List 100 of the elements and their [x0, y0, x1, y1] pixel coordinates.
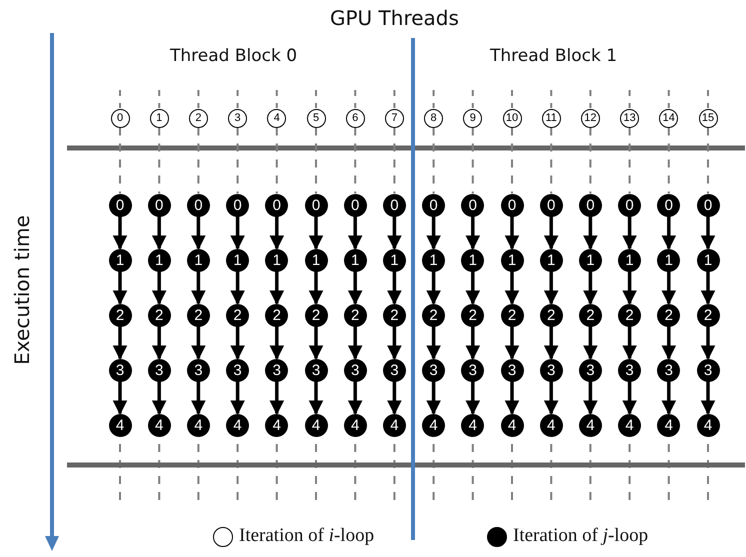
arrow — [112, 326, 128, 360]
thread-circle: 13 — [620, 108, 640, 128]
arrow — [426, 326, 441, 360]
thread-circle: 14 — [659, 108, 678, 128]
arrow — [544, 382, 559, 415]
group-heading: Thread Block 1 — [490, 46, 618, 66]
arrow — [583, 382, 598, 415]
arrow — [191, 216, 206, 250]
arrow — [387, 216, 402, 250]
dashed-line — [276, 128, 278, 194]
iteration-circle: 0 — [540, 194, 563, 216]
arrow — [622, 382, 637, 415]
iteration-circle: 1 — [108, 248, 132, 272]
iteration-circle: 2 — [344, 304, 367, 326]
arrow — [465, 272, 480, 305]
iteration-circle: 2 — [540, 304, 563, 326]
iteration-circle: 1 — [657, 248, 680, 272]
axis-label: Execution time — [10, 215, 34, 365]
arrow — [191, 382, 206, 415]
thread-circle: 11 — [542, 108, 561, 128]
iteration-circle: 0 — [500, 194, 524, 216]
arrow — [112, 382, 128, 415]
iteration-circle: 0 — [657, 194, 680, 216]
iteration-circle: 4 — [422, 414, 446, 436]
iteration-circle: 0 — [108, 194, 132, 216]
arrow — [191, 326, 206, 360]
iteration-circle: 2 — [108, 304, 132, 326]
arrow — [465, 326, 480, 360]
iteration-circle: 1 — [304, 248, 328, 272]
dashed-line — [628, 128, 631, 194]
arrow — [426, 272, 441, 305]
iteration-circle: 4 — [540, 414, 563, 436]
arrow — [544, 326, 559, 360]
iteration-circle: 3 — [148, 358, 171, 382]
iteration-circle: 4 — [304, 414, 328, 436]
arrow — [700, 272, 716, 305]
arrow — [152, 216, 167, 250]
arrow — [348, 382, 363, 415]
iteration-circle: 1 — [226, 248, 250, 272]
dashed-line — [668, 128, 670, 194]
dashed-line — [432, 128, 435, 194]
iteration-circle: 0 — [344, 194, 367, 216]
iteration-circle: 0 — [265, 194, 288, 216]
arrow — [504, 382, 520, 415]
dashed-line — [550, 128, 552, 194]
iteration-circle: 4 — [657, 414, 680, 436]
thread-circle: 6 — [346, 108, 365, 128]
iteration-circle: 1 — [382, 248, 406, 272]
dashed-line — [197, 128, 200, 194]
arrow — [700, 382, 716, 415]
thread-circle: 0 — [110, 108, 130, 128]
arrow — [308, 382, 324, 415]
dashed-line — [472, 128, 474, 194]
arrow — [269, 216, 284, 250]
legend-text: Iteration of i-loop — [239, 525, 374, 547]
arrow — [622, 326, 637, 360]
iteration-circle: 0 — [186, 194, 210, 216]
iteration-circle: 2 — [304, 304, 328, 326]
iteration-circle: 1 — [540, 248, 563, 272]
iteration-circle: 0 — [461, 194, 484, 216]
arrow — [348, 216, 363, 250]
iteration-circle: 2 — [578, 304, 602, 326]
arrow — [583, 326, 598, 360]
iteration-circle: 3 — [186, 358, 210, 382]
arrow — [426, 382, 441, 415]
iteration-circle: 4 — [344, 414, 367, 436]
thread-circle: 15 — [698, 108, 718, 128]
arrow — [583, 216, 598, 250]
iteration-circle: 2 — [696, 304, 720, 326]
iteration-circle: 0 — [618, 194, 642, 216]
iteration-circle: 1 — [696, 248, 720, 272]
arrow — [269, 382, 284, 415]
iteration-circle: 1 — [422, 248, 446, 272]
iteration-circle: 1 — [578, 248, 602, 272]
iteration-circle: 0 — [422, 194, 446, 216]
thread-circle: 10 — [502, 108, 522, 128]
arrow — [152, 272, 167, 305]
thread-circle: 1 — [150, 108, 169, 128]
iteration-circle: 3 — [304, 358, 328, 382]
group-heading: Thread Block 0 — [170, 46, 298, 66]
thread-circle: 5 — [306, 108, 326, 128]
arrow — [622, 216, 637, 250]
iteration-circle: 2 — [382, 304, 406, 326]
arrow — [544, 216, 559, 250]
iteration-circle: 1 — [344, 248, 367, 272]
dashed-line — [158, 128, 160, 194]
arrow — [308, 216, 324, 250]
arrow — [465, 382, 480, 415]
iteration-circle: 3 — [226, 358, 250, 382]
iteration-circle: 3 — [540, 358, 563, 382]
arrow — [426, 216, 441, 250]
iteration-circle: 2 — [186, 304, 210, 326]
iteration-circle: 2 — [657, 304, 680, 326]
arrow — [348, 272, 363, 305]
iteration-circle: 4 — [148, 414, 171, 436]
iteration-circle: 4 — [226, 414, 250, 436]
iteration-circle: 2 — [500, 304, 524, 326]
arrow — [112, 216, 128, 250]
arrow — [387, 272, 402, 305]
dashed-line — [119, 128, 121, 194]
